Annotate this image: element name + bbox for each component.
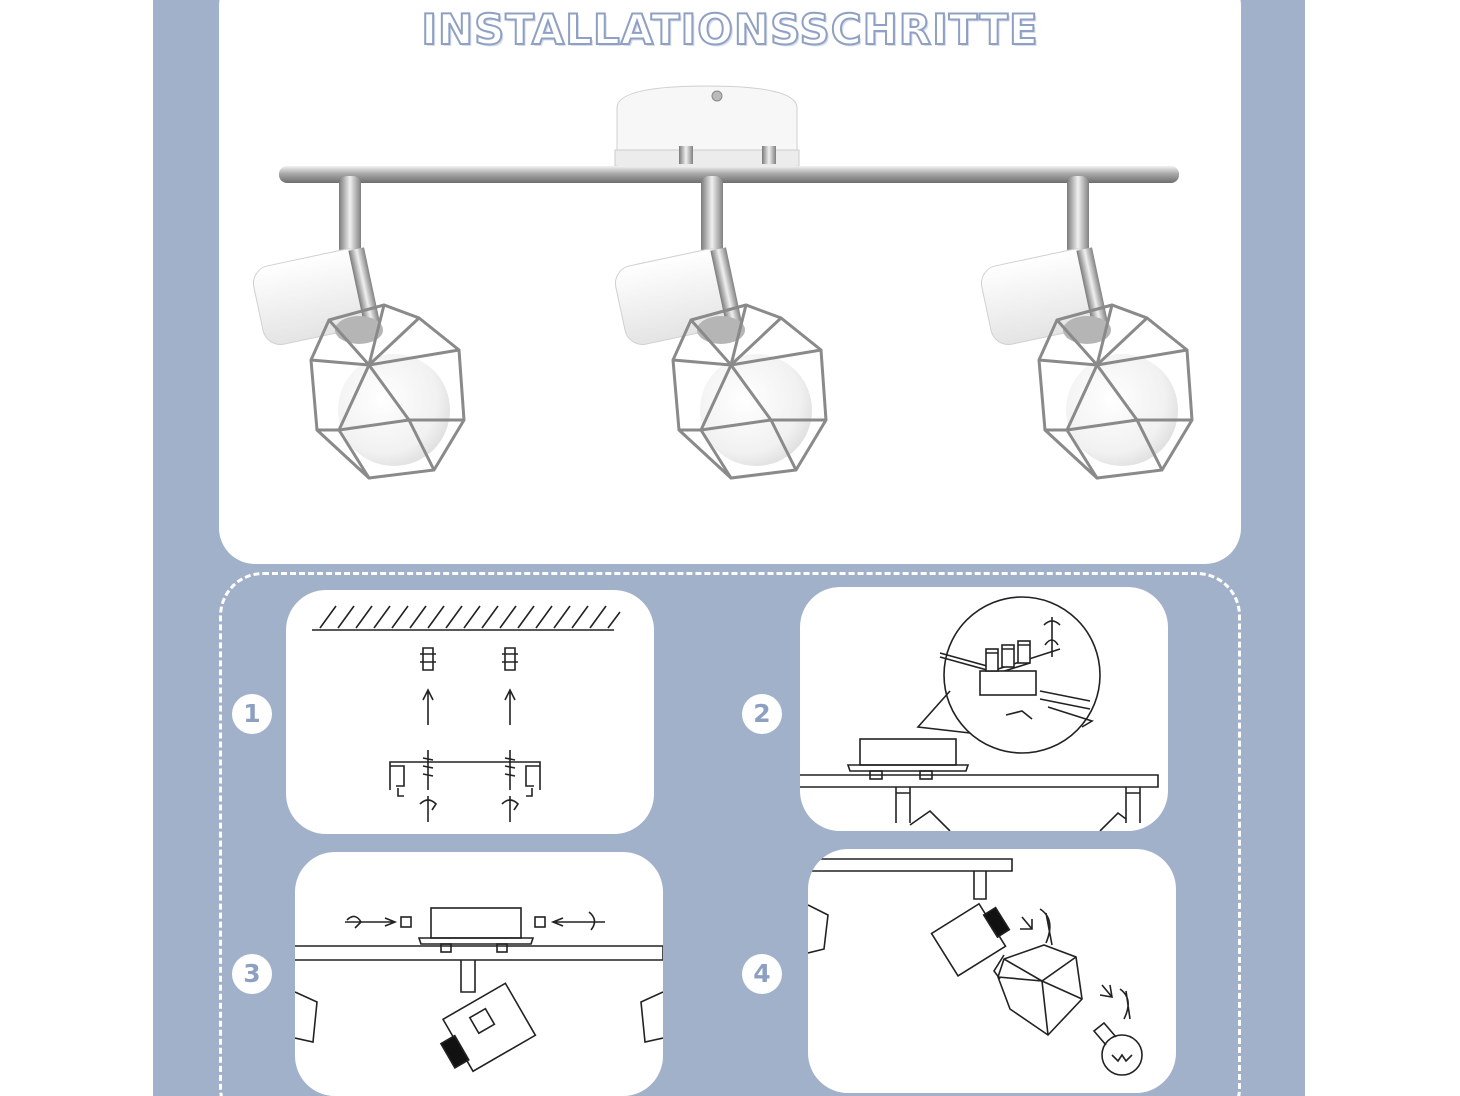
poster: INSTALLATIONSSCHRITTE [153, 0, 1305, 1096]
steps-frame [219, 572, 1241, 1096]
step-2-badge: 2 [742, 694, 782, 734]
bulb-cage-mount-icon [808, 858, 1143, 1076]
step-3-panel [295, 852, 663, 1096]
step-4-panel [808, 849, 1176, 1093]
step-2-panel [800, 587, 1168, 831]
ceiling-mount-drill-icon [312, 605, 621, 823]
ceiling-spotlight-icon [252, 85, 1194, 480]
screw-fixing-icon [295, 907, 663, 1073]
page-title: INSTALLATIONSSCHRITTE [420, 4, 1039, 55]
product-photo-card: INSTALLATIONSSCHRITTE [219, 0, 1241, 564]
step-4-badge: 4 [742, 954, 782, 994]
step-1-badge: 1 [232, 694, 272, 734]
step-1-panel [286, 590, 654, 834]
step-3-badge: 3 [232, 954, 272, 994]
wire-connection-icon [800, 596, 1159, 831]
